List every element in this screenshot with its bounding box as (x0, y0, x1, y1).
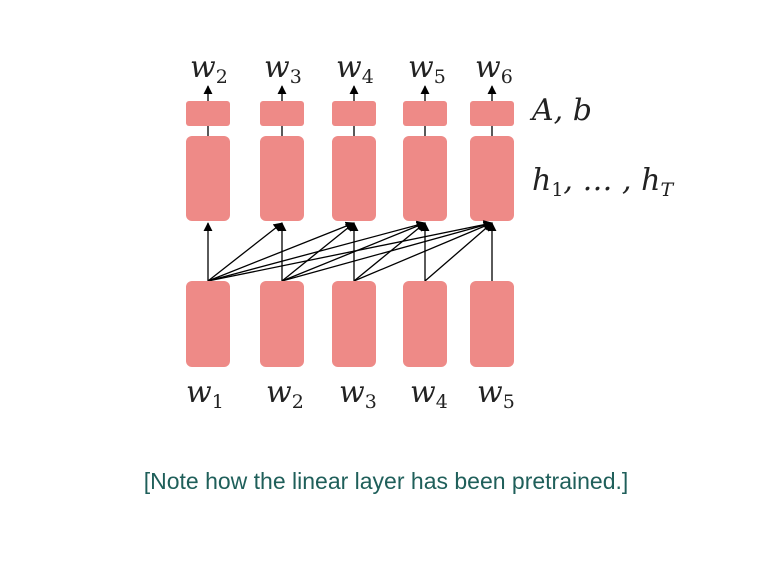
output-box (260, 101, 304, 126)
output-box (403, 101, 447, 126)
hidden-layer-label: h1, … , hT (532, 163, 674, 201)
connection (281, 220, 493, 282)
hidden-box (403, 136, 447, 221)
output-arrows (203, 85, 497, 101)
bottom-label: w5 (477, 375, 515, 413)
hidden-box (332, 136, 376, 221)
input-layer (186, 281, 514, 367)
bottom-label: w2 (266, 375, 304, 413)
bottom-label: w1 (186, 375, 224, 413)
output-box (186, 101, 230, 126)
top-label: w5 (408, 50, 446, 88)
top-labels: w2 w3 w4 w5 w6 (190, 50, 513, 88)
causal-connections (203, 220, 497, 282)
input-box (470, 281, 514, 367)
input-box (186, 281, 230, 367)
hidden-box (186, 136, 230, 221)
connection (353, 221, 493, 282)
connection (207, 220, 426, 282)
bottom-label: w3 (339, 375, 377, 413)
connection (207, 221, 355, 282)
connection (207, 220, 493, 282)
input-box (332, 281, 376, 367)
top-label: w3 (264, 50, 302, 88)
connection (353, 222, 426, 282)
top-label: w6 (475, 50, 513, 88)
caption-note: [Note how the linear layer has been pret… (143, 468, 629, 494)
hidden-box (470, 136, 514, 221)
output-box (470, 101, 514, 126)
bottom-label: w4 (410, 375, 448, 413)
output-layer (186, 101, 514, 126)
hidden-layer (186, 136, 514, 221)
input-box (260, 281, 304, 367)
hidden-box (260, 136, 304, 221)
input-box (403, 281, 447, 367)
output-box (332, 101, 376, 126)
bottom-labels: w1 w2 w3 w4 w5 (186, 375, 515, 413)
connection (424, 222, 493, 282)
top-label: w2 (190, 50, 228, 88)
connection (281, 221, 426, 282)
output-layer-label: A, b (529, 93, 592, 128)
hidden-to-output (207, 126, 493, 136)
connection (207, 222, 283, 282)
top-label: w4 (336, 50, 374, 88)
